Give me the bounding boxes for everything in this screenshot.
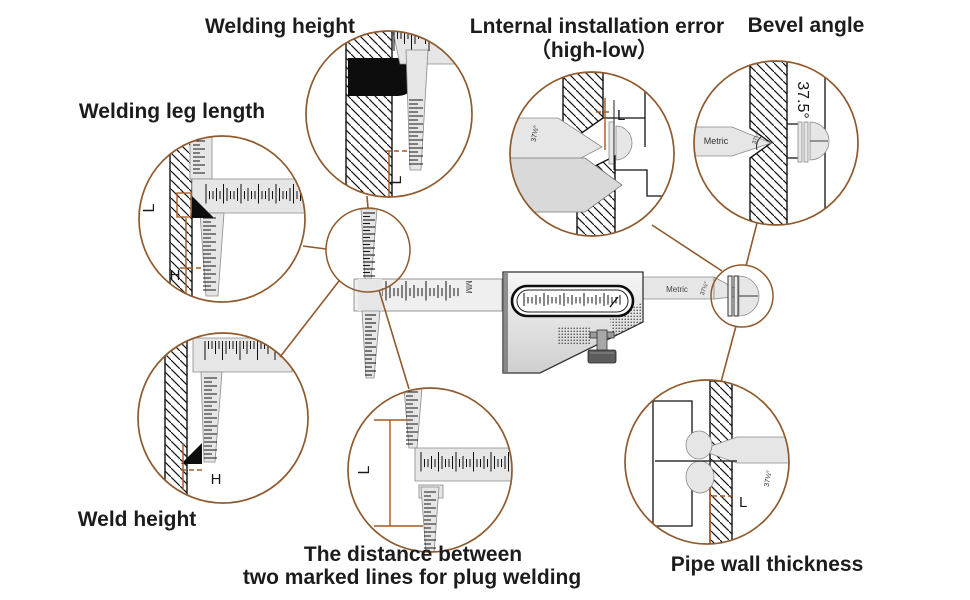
dim-label-h: H (211, 471, 222, 488)
label-internal-error-line1: Lnternal installation error (469, 15, 725, 38)
gauge-angle-text: 37½° (751, 129, 763, 145)
callout-circle-welding-height (305, 30, 473, 198)
scene-bevel-angle: Metric 37½° 37.5° (694, 61, 830, 225)
scene-weld-height: H (164, 337, 293, 497)
gauge-angle-text: 37½° (763, 470, 774, 488)
gauge-angle-text: 37½° (699, 280, 711, 296)
dim-label-l: L (388, 175, 405, 184)
dim-label-l: L (356, 465, 373, 474)
dim-label-l: L (141, 203, 158, 212)
label-weld-height: Weld height (77, 508, 197, 531)
metric-brand-text: Metric (666, 285, 688, 294)
fillet-weld (192, 196, 214, 218)
dim-label-l: L (739, 494, 747, 511)
label-bevel-angle: Bevel angle (747, 14, 865, 37)
callout-circle-internal-error (509, 71, 675, 237)
label-welding-leg-length: Welding leg length (78, 100, 266, 123)
callout-circle-plug-distance (347, 387, 513, 553)
callout-circle-tip-detail (710, 264, 774, 328)
scene-welding-height: L (345, 31, 472, 197)
scene-internal-installation-error: L 37½° (510, 72, 674, 236)
connector-lines (279, 195, 758, 390)
callout-circle-bevel-angle (693, 60, 859, 226)
bevel-angle-value: 37.5° (794, 81, 811, 119)
dim-label-l: L (617, 107, 625, 124)
weld-bead-triangle (181, 443, 202, 464)
callout-circle-probe-detail (325, 207, 411, 293)
callout-circle-weld-height (137, 332, 309, 504)
welding-gauge-tool: MM Metric 37½° (353, 208, 760, 379)
dim-label-h: H (170, 267, 181, 284)
label-pipe-wall-thickness: Pipe wall thickness (670, 553, 864, 576)
scene-plug-weld-distance: L (356, 388, 512, 552)
label-plug-distance-line2: two marked lines for plug welding (242, 566, 582, 589)
mm-scale-text: MM (464, 280, 473, 294)
callout-circle-pipe-wall (624, 379, 790, 545)
scene-pipe-wall-thickness: L 37½° (652, 380, 789, 544)
callout-circle-welding-leg-length (138, 135, 306, 303)
slider-body (502, 271, 644, 374)
gauge-angle-text: 37½° (530, 125, 541, 143)
scene-welding-leg-length: L H (141, 136, 305, 297)
label-welding-height: Welding height (204, 15, 356, 38)
label-plug-distance-line1: The distance between (303, 543, 523, 566)
metric-brand-text: Metric (704, 136, 729, 146)
thumbscrew[interactable] (587, 329, 617, 364)
label-internal-error-line2: （high-low） (529, 39, 659, 62)
weld-bead (348, 58, 417, 96)
